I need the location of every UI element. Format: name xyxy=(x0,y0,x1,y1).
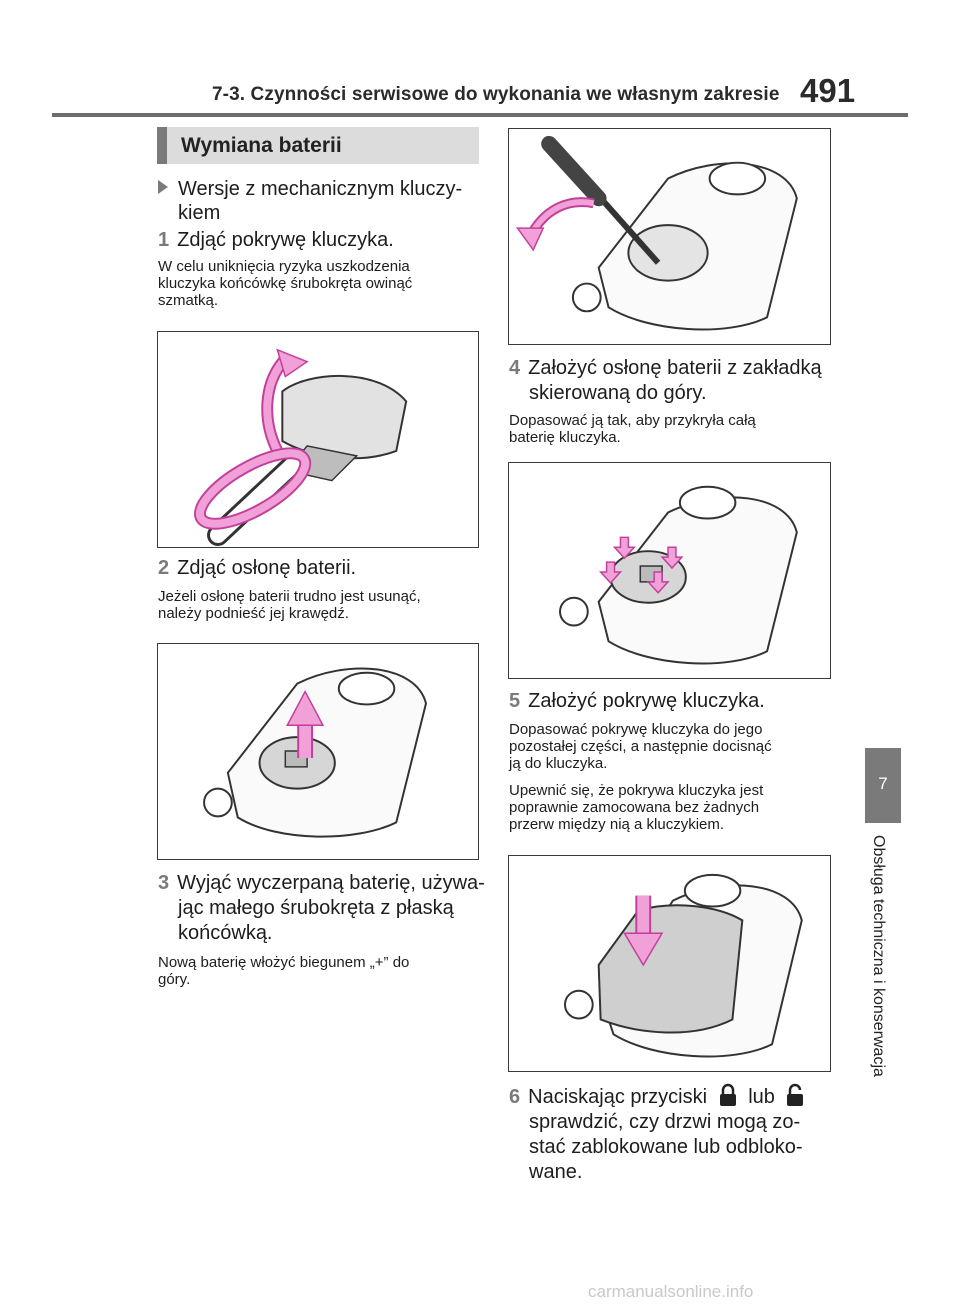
section-heading-bar xyxy=(157,127,167,164)
step-5-note-line: poprawnie zamocowana bez żadnych xyxy=(509,799,760,816)
step-5-note-line: Dopasować pokrywę kluczyka do jego xyxy=(509,721,763,738)
step-1-note-line: kluczyka końcówkę śrubokręta owinąć xyxy=(158,275,413,292)
bullet-line-2: kiem xyxy=(178,202,221,224)
step-4-note-line: Dopasować ją tak, aby przykryła całą xyxy=(509,412,756,429)
figure-remove-key-cover xyxy=(157,331,479,548)
step-3-note-line: góry. xyxy=(158,971,191,988)
lock-icon xyxy=(717,1083,739,1107)
step-3-text-line: Wyjąć wyczerpaną baterię, używa- xyxy=(177,872,485,894)
figure-install-battery-cover xyxy=(508,462,831,679)
header-divider xyxy=(52,113,908,117)
step-1-text: Zdjąć pokrywę kluczyka. xyxy=(177,229,394,251)
step-4-text-line: skierowaną do góry. xyxy=(529,382,707,404)
step-2-note-line: należy podnieść jej krawędź. xyxy=(158,605,349,622)
step-6-number: 6 xyxy=(509,1086,521,1108)
step-2: 2 Zdjąć osłonę baterii. xyxy=(158,556,356,581)
step-1-note-line: W celu uniknięcia ryzyka uszkodzenia xyxy=(158,258,410,275)
battery-install-illustration xyxy=(559,485,798,665)
page-number: 491 xyxy=(800,72,856,109)
bullet-line-1: Wersje z mechanicznym kluczy- xyxy=(158,177,462,202)
step-3-text-line: końcówką. xyxy=(178,922,273,944)
step-3-number: 3 xyxy=(158,872,170,894)
step-5-note-line: Upewnić się, że pokrywa kluczyka jest xyxy=(509,782,764,799)
step-5: 5 Założyć pokrywę kluczyka. xyxy=(509,689,765,714)
step-5-note-line: przerw między nią a kluczykiem. xyxy=(509,816,725,833)
figure-remove-old-battery xyxy=(508,128,831,345)
section-heading: Wymiana baterii xyxy=(157,127,479,164)
step-4-note-line: baterię kluczyka. xyxy=(509,429,621,446)
battery-cover-illustration xyxy=(203,667,428,838)
step-3: 3 Wyjąć wyczerpaną baterię, używa- xyxy=(158,871,485,896)
step-6-text-a: Naciskając przyciski xyxy=(528,1086,708,1108)
step-4: 4 Założyć osłonę baterii z zakładką xyxy=(509,356,822,381)
watermark: carmanualsonline.info xyxy=(588,1282,754,1301)
section-heading-label: Wymiana baterii xyxy=(181,134,342,157)
step-4-number: 4 xyxy=(509,357,521,379)
chapter-title: Obsługa techniczna i konserwacja xyxy=(870,835,887,1077)
key-cover-illustration xyxy=(194,348,408,547)
figure-install-key-cover xyxy=(508,855,831,1072)
step-1-number: 1 xyxy=(158,229,170,251)
step-3-text-line: jąc małego śrubokręta z płaską xyxy=(178,897,454,919)
step-2-text: Zdjąć osłonę baterii. xyxy=(177,557,357,579)
cover-install-illustration xyxy=(563,873,803,1058)
screwdriver-illustration xyxy=(515,135,798,331)
chapter-number: 7 xyxy=(878,774,888,793)
step-3-note-line: Nową baterię włożyć biegunem „+” do xyxy=(158,954,410,971)
section-title: 7-3. Czynności serwisowe do wykonania we… xyxy=(212,84,780,105)
triangle-bullet-icon xyxy=(158,180,168,194)
step-2-number: 2 xyxy=(158,557,170,579)
step-2-note-line: Jeżeli osłonę baterii trudno jest usunąć… xyxy=(158,588,421,605)
step-6: 6 Naciskając przyciski lub xyxy=(509,1083,810,1110)
step-5-note-line: ją do kluczyka. xyxy=(509,755,608,772)
step-6-text-line: wane. xyxy=(529,1161,583,1183)
step-6-text-b: lub xyxy=(748,1086,775,1108)
step-4-text-line: Założyć osłonę baterii z zakładką xyxy=(528,357,822,379)
step-5-note-line: pozostałej części, a następnie docisnąć xyxy=(509,738,772,755)
step-5-number: 5 xyxy=(509,690,521,712)
chapter-tab: 7 xyxy=(865,748,901,823)
step-1-note-line: szmatką. xyxy=(158,292,219,309)
unlock-icon xyxy=(784,1083,806,1107)
figure-remove-battery-cover xyxy=(157,643,479,860)
step-1: 1 Zdjąć pokrywę kluczyka. xyxy=(158,228,394,253)
step-6-text-line: sprawdzić, czy drzwi mogą zo- xyxy=(529,1111,801,1133)
step-6-text-line: stać zablokowane lub odbloko- xyxy=(529,1136,803,1158)
step-5-text: Założyć pokrywę kluczyka. xyxy=(528,690,765,712)
chapter-title-vertical: Obsługa techniczna i konserwacja xyxy=(865,835,901,1115)
